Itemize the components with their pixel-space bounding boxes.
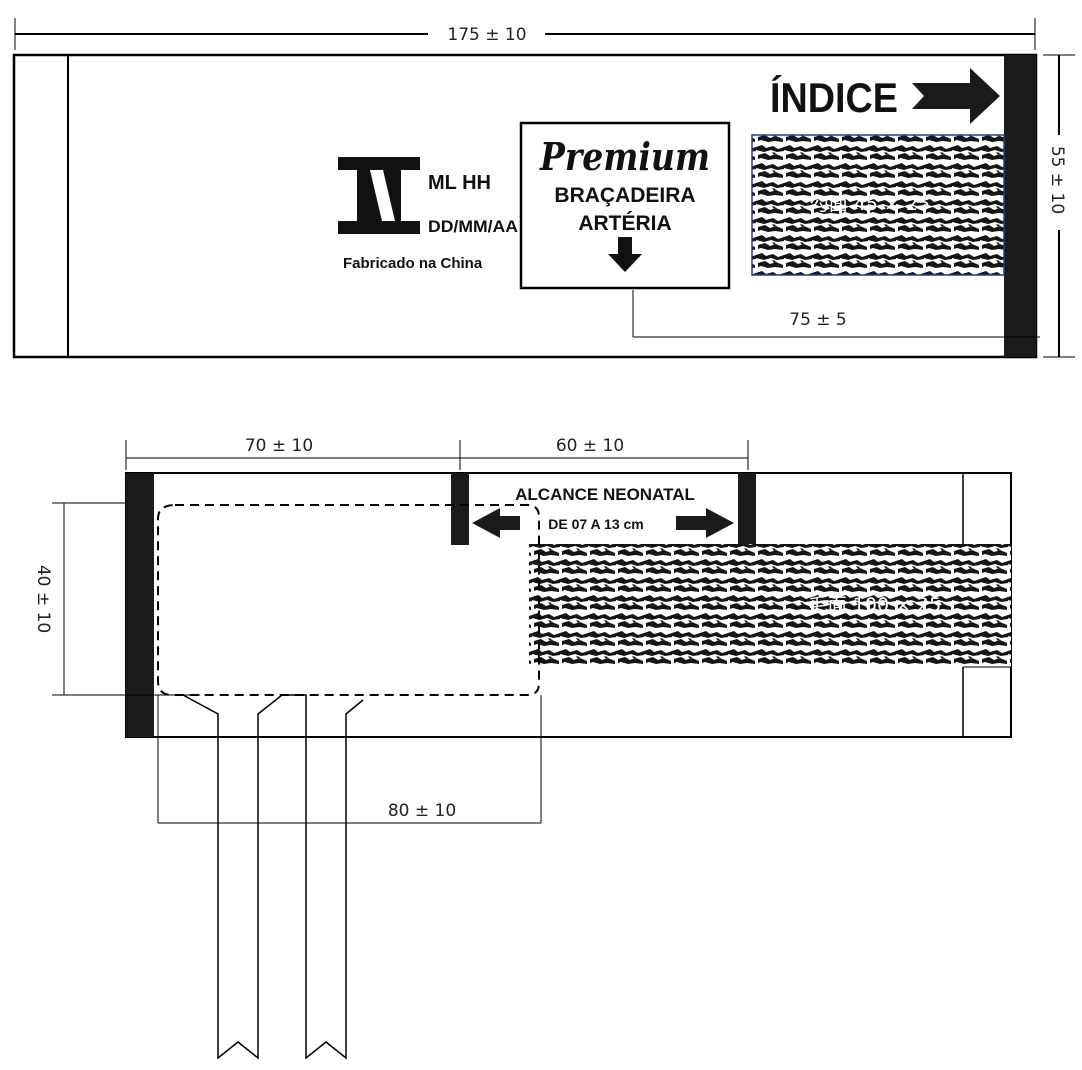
tubes bbox=[182, 694, 364, 1060]
premium-line-1: BRAÇADEIRA bbox=[554, 184, 695, 207]
left-width-label: 70 ± 10 bbox=[245, 436, 313, 456]
width-dimension-label: 175 ± 10 bbox=[447, 25, 526, 45]
bladder-outline bbox=[157, 504, 540, 696]
hook-patch: 勾面 45 × 25 bbox=[751, 134, 1005, 276]
top-view: 175 ± 10 55 ± 10 ÍNDICE ML HH DD/MM/AA F… bbox=[12, 18, 1075, 359]
left-width-dimension: 70 ± 10 bbox=[125, 436, 461, 470]
bladder-height-label: 40 ± 10 bbox=[33, 565, 53, 633]
range-title: ALCANCE NEONATAL bbox=[515, 485, 695, 504]
offset-dimension: 75 ± 5 bbox=[632, 290, 1040, 338]
premium-line-2: ARTÉRIA bbox=[578, 212, 671, 235]
left-arrow-icon bbox=[472, 508, 520, 538]
logo-line-2: DD/MM/AA bbox=[428, 217, 518, 236]
height-dimension: 55 ± 10 bbox=[1043, 54, 1075, 358]
bladder-height-dimension: 40 ± 10 bbox=[33, 502, 200, 696]
bladder-width-dimension: 80 ± 10 bbox=[157, 695, 542, 824]
manufacturer-logo bbox=[338, 157, 420, 234]
range-text: DE 07 A 13 cm bbox=[548, 516, 643, 532]
made-in-label: Fabricado na China bbox=[343, 255, 483, 272]
offset-dimension-label: 75 ± 5 bbox=[789, 310, 847, 330]
right-width-dimension: 60 ± 10 bbox=[460, 436, 749, 470]
index-bar bbox=[1004, 55, 1036, 357]
index-label: ÍNDICE bbox=[770, 74, 898, 121]
premium-label-box: Premium BRAÇADEIRA ARTÉRIA bbox=[519, 121, 731, 290]
premium-title: Premium bbox=[539, 134, 710, 179]
width-dimension: 175 ± 10 bbox=[14, 18, 1036, 50]
logo-line-1: ML HH bbox=[428, 172, 491, 194]
bladder-width-label: 80 ± 10 bbox=[388, 801, 456, 821]
range-max-marker bbox=[738, 473, 756, 545]
range-min-marker bbox=[451, 473, 469, 545]
right-width-label: 60 ± 10 bbox=[556, 436, 624, 456]
down-arrow-icon bbox=[608, 237, 642, 272]
index-arrow-icon bbox=[912, 68, 1000, 124]
hook-patch-label: 勾面 45 × 25 bbox=[810, 193, 930, 215]
right-arrow-icon bbox=[676, 508, 734, 538]
height-dimension-label: 55 ± 10 bbox=[1047, 146, 1067, 214]
loop-patch-label: 毛面 100 × 25 bbox=[809, 594, 941, 616]
bottom-view: 70 ± 10 60 ± 10 ALCANCE NEONATAL DE 07 A… bbox=[33, 436, 1012, 1060]
left-edge-bar bbox=[126, 473, 154, 737]
loop-patch: 毛面 100 × 25 bbox=[529, 544, 1011, 667]
